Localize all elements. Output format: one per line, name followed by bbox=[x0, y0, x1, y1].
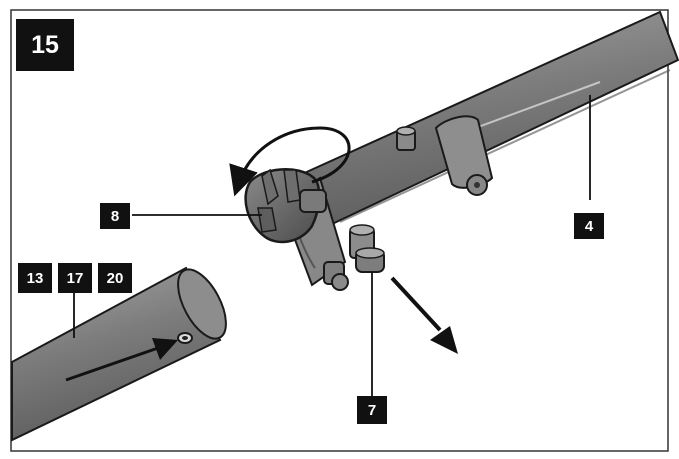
lower-bolt bbox=[323, 261, 349, 291]
callout-7: 7 bbox=[357, 396, 387, 424]
callout-17: 17 bbox=[58, 263, 92, 293]
callout-20: 20 bbox=[98, 263, 132, 293]
release-button bbox=[349, 224, 385, 273]
insert-arrow bbox=[65, 338, 178, 382]
clamp-knob bbox=[244, 168, 327, 244]
leader-lines bbox=[73, 95, 591, 396]
callout-4: 4 bbox=[574, 213, 604, 239]
step-number: 15 bbox=[16, 19, 74, 71]
top-pin bbox=[396, 126, 416, 151]
main-shaft bbox=[298, 10, 679, 227]
insert-tube bbox=[11, 266, 227, 442]
clamp-ring bbox=[434, 115, 494, 196]
figure-frame bbox=[10, 9, 669, 452]
pull-arrow bbox=[390, 276, 458, 354]
callout-8: 8 bbox=[100, 203, 130, 229]
callout-13: 13 bbox=[18, 263, 52, 293]
rotation-arrow bbox=[229, 126, 351, 197]
